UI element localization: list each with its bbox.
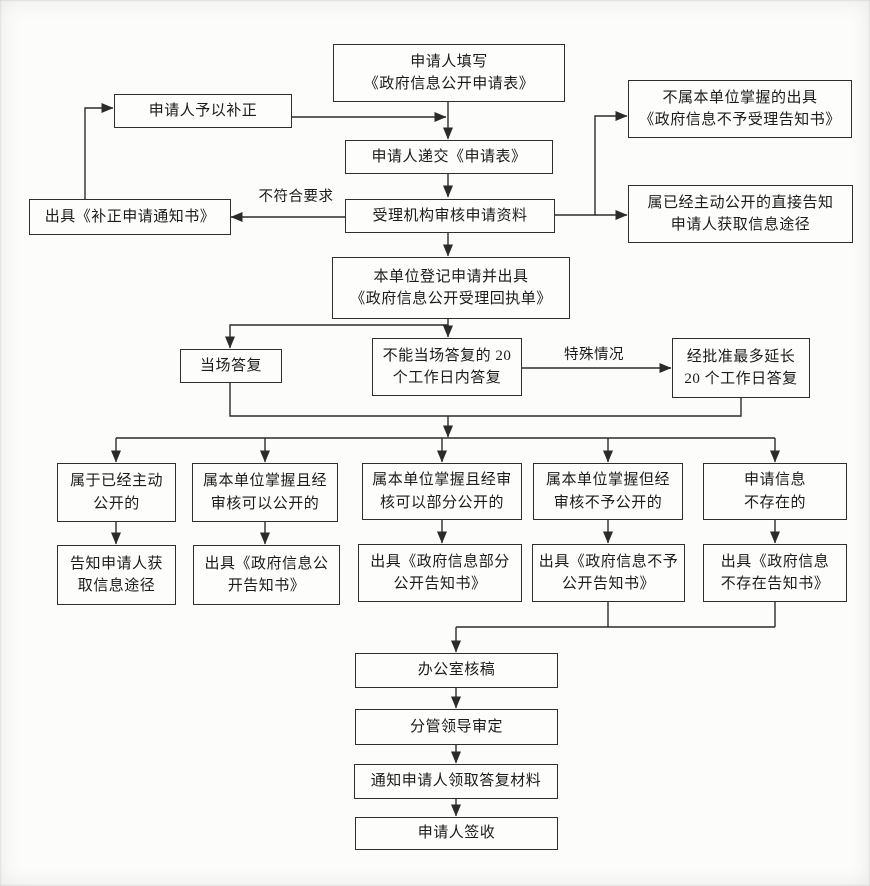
node-leader-approve: 分管领导审定 bbox=[355, 709, 558, 745]
node-onsite-reply: 当场答复 bbox=[180, 349, 282, 383]
node-cond-not-exist: 申请信息 不存在的 bbox=[703, 463, 847, 520]
node-register-receipt: 本单位登记申请并出具 《政府信息公开受理回执单》 bbox=[332, 257, 570, 319]
node-cond-partial-disclose: 属本单位掌握且经审 核可以部分公开的 bbox=[362, 463, 522, 520]
edge-label-not-conforming: 不符合要求 bbox=[258, 189, 334, 205]
node-review-materials: 受理机构审核申请资料 bbox=[345, 199, 555, 233]
node-submit-form: 申请人递交《申请表》 bbox=[345, 140, 553, 174]
node-notify-pickup: 通知申请人领取答复材料 bbox=[354, 764, 558, 799]
node-office-review: 办公室核稿 bbox=[355, 653, 558, 688]
node-not-held-notice: 不属本单位掌握的出具 《政府信息不予受理告知书》 bbox=[628, 80, 852, 138]
node-cond-already-public: 属于已经主动 公开的 bbox=[57, 463, 176, 522]
edge-reply-merge bbox=[229, 383, 742, 417]
node-out-not-exist-notice: 出具《政府信息 不存在告知书》 bbox=[703, 544, 847, 602]
node-already-public-inform: 属已经主动公开的直接告知 申请人获取信息途径 bbox=[628, 185, 853, 243]
node-extend-20-days: 经批准最多延长 20 个工作日答复 bbox=[672, 338, 810, 398]
node-sign-receive: 申请人签收 bbox=[355, 817, 558, 850]
node-cond-refuse-disclose: 属本单位掌握但经 审核不予公开的 bbox=[533, 463, 683, 520]
node-reply-20-days: 不能当场答复的 20 个工作日内答复 bbox=[372, 338, 522, 396]
node-supplement: 申请人予以补正 bbox=[114, 94, 292, 128]
edge-review-to-notheld bbox=[555, 111, 628, 216]
node-out-disclose-notice: 出具《政府信息公 开告知书》 bbox=[193, 545, 340, 605]
node-out-inform-channel: 告知申请人获 取信息途径 bbox=[57, 545, 176, 605]
edge-label-special-case: 特殊情况 bbox=[564, 347, 624, 363]
node-cond-can-disclose: 属本单位掌握且经 审核可以公开的 bbox=[192, 463, 338, 522]
node-out-partial-notice: 出具《政府信息部分 公开告知书》 bbox=[358, 544, 522, 602]
node-fill-form: 申请人填写 《政府信息公开申请表》 bbox=[333, 44, 565, 102]
edge-register-to-onsite bbox=[225, 319, 449, 349]
node-out-refuse-notice: 出具《政府信息不予 公开告知书》 bbox=[532, 544, 685, 602]
edge-correction-to-supplement bbox=[84, 103, 114, 199]
node-issue-correction-notice: 出具《补正申请通知书》 bbox=[29, 199, 231, 235]
